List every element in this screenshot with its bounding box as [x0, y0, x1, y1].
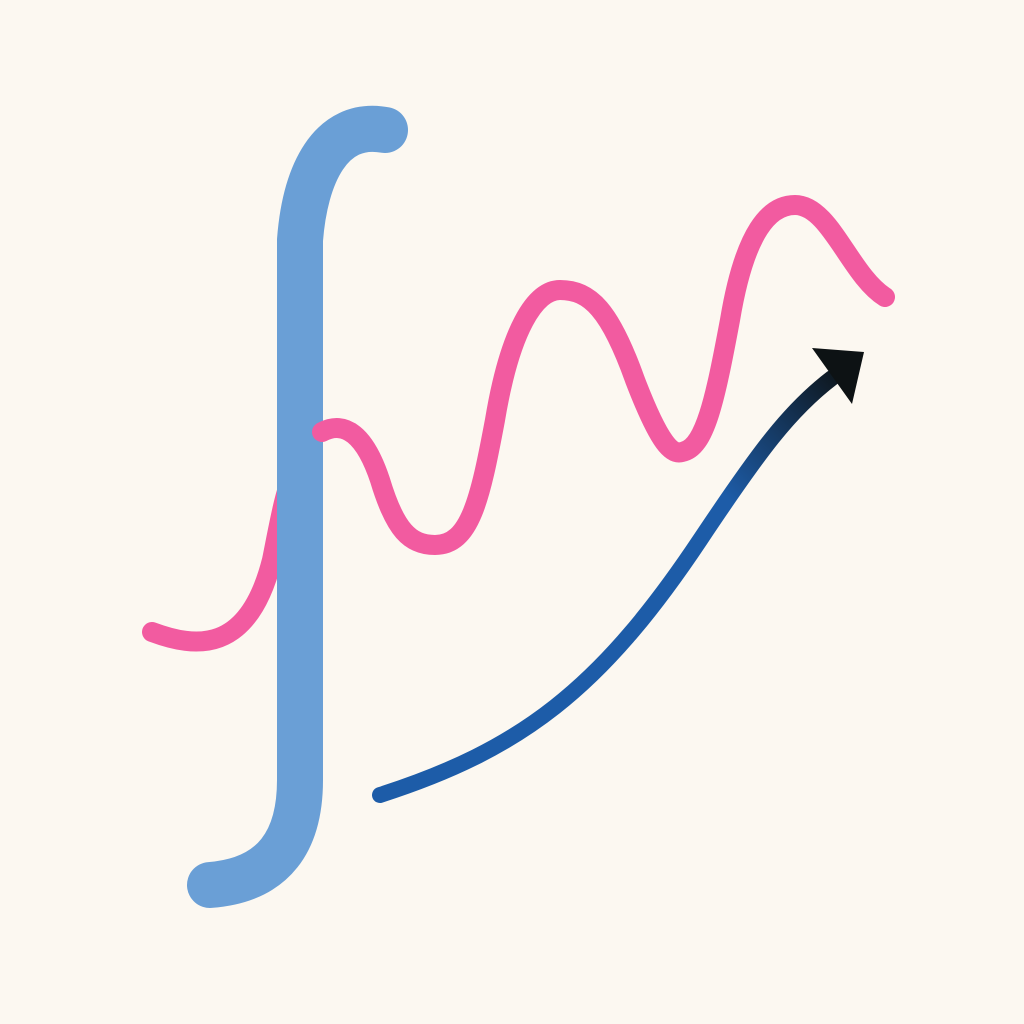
wave-icon: [312, 195, 895, 555]
trend-up-arrow-icon: [372, 370, 840, 803]
arrowhead-icon: [812, 348, 864, 404]
integral-sign-icon: [187, 105, 408, 908]
